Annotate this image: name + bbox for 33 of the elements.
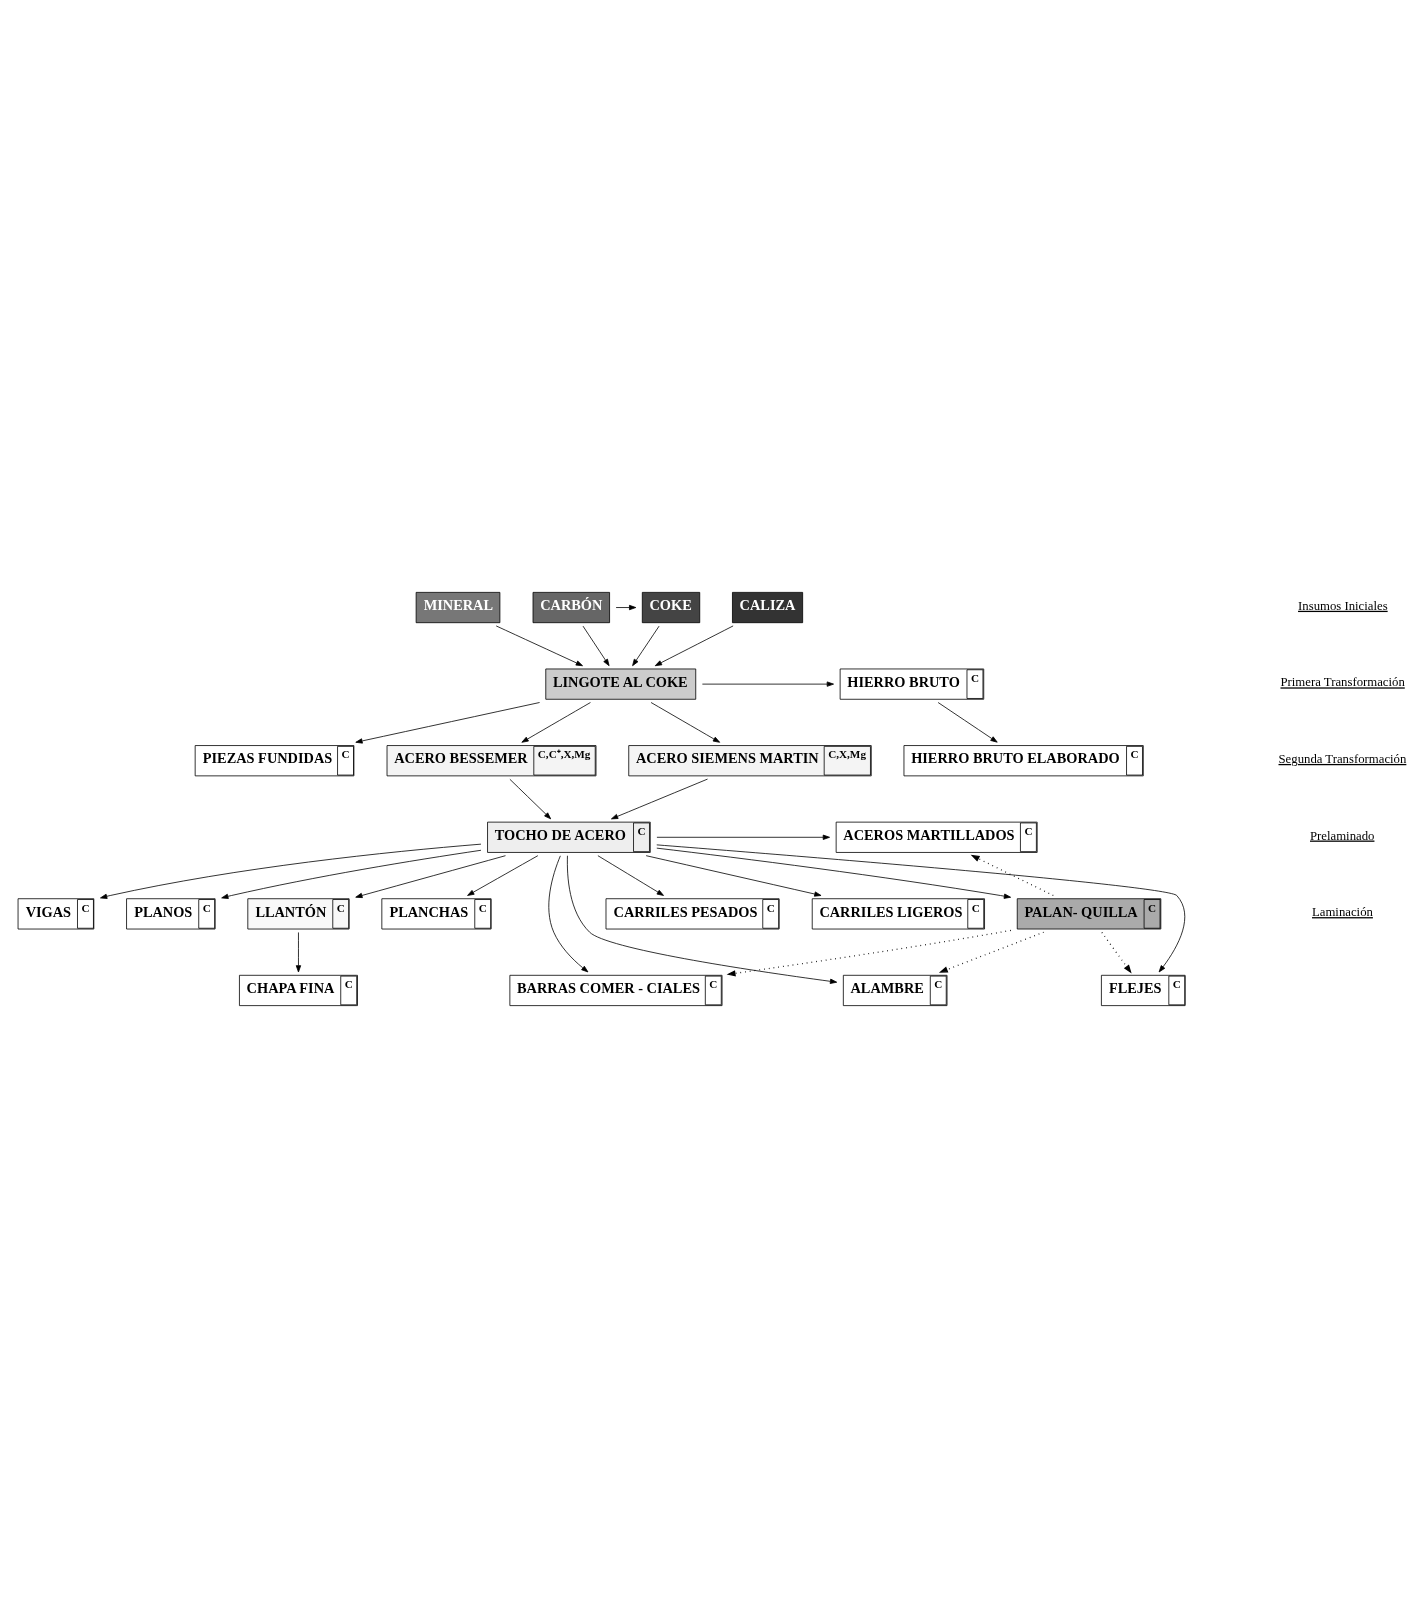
arrow (656, 847, 1012, 899)
arrow (566, 855, 838, 984)
label: Laminación (1312, 905, 1373, 920)
arrow (548, 855, 589, 973)
arrow (100, 843, 482, 899)
arrow (495, 625, 583, 667)
arrow (656, 844, 1186, 973)
arrow (970, 854, 1054, 897)
arrow (937, 702, 998, 743)
arrow (582, 625, 610, 667)
arrow (611, 778, 708, 820)
arrow (701, 681, 834, 687)
arrow (221, 849, 482, 899)
arrow (632, 625, 660, 667)
arrow (615, 604, 637, 611)
arrow (295, 932, 302, 973)
arrow (650, 702, 721, 743)
label: Insumos Iniciales (1298, 598, 1388, 613)
arrow (467, 855, 539, 896)
arrow (355, 702, 540, 744)
arrow (521, 702, 591, 743)
label: Segunda Transformación (1278, 751, 1407, 766)
arrow (654, 625, 734, 667)
arrow (726, 929, 1012, 977)
arrow (355, 855, 506, 899)
arrow (597, 855, 664, 896)
label: Prelaminado (1310, 828, 1375, 843)
arrow (1101, 931, 1132, 974)
arrow (645, 855, 822, 897)
label: Primera Transformación (1280, 675, 1405, 690)
arrow (656, 834, 830, 840)
arrow (938, 931, 1045, 973)
arrow (509, 778, 552, 820)
